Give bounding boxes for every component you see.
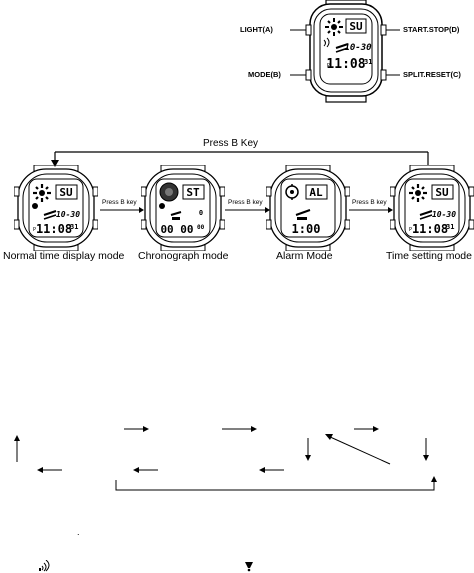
cycle-top-label: Press B Key [203,138,259,149]
caption-time-setting-mode: Time setting mode [386,250,472,262]
mode-button-label: MODE(B) [248,70,281,79]
signal-icon [39,560,50,572]
top-watch-diagram: SU 10-30 P 11:08 31 LIGHT(A) START.STOP(… [240,0,474,110]
watch-alarm-mode: AL 1:00 [266,165,350,251]
caption-alarm-mode: Alarm Mode [276,250,333,262]
press-label-2: Press B key [228,199,263,206]
top-pm: P [327,63,330,69]
normal-seconds: 31 [70,223,78,231]
chrono-lap: 0 [199,209,203,217]
setting-date: 10-30 [432,210,456,219]
setting-time: 11:08 [412,222,448,236]
watch-normal-mode: SU 10-30 P 11:08 31 [14,165,98,251]
alarm-bell-icon [285,184,299,200]
chrono-sub: 00 [197,224,205,231]
setting-day: SU [435,186,449,199]
start-stop-button-label: START.STOP(D) [403,25,460,34]
top-date: 10-30 [344,43,372,53]
normal-day: SU [59,186,73,199]
normal-pm: P [33,227,36,233]
chrono-time: 00 00 [160,223,193,236]
top-watch-illustration: SU 10-30 P 11:08 31 [290,0,400,103]
caption-normal-mode: Normal time display mode [3,250,125,262]
normal-date: 10-30 [56,210,80,219]
watch-time-setting-mode: SU 10-30 P 11:08 31 [390,165,474,251]
watch-chronograph-mode: ST 0 00 00 00 [141,165,225,251]
setting-seconds: 31 [446,223,454,231]
stray-dot: . [77,527,80,537]
normal-time: 11:08 [36,222,72,236]
alarm-time: 1:00 [292,222,321,236]
top-day: SU [349,20,363,33]
top-time: 11:08 [326,57,365,72]
light-button-label: LIGHT(A) [240,25,273,34]
bell-icon [245,562,253,572]
top-seconds: 31 [364,58,372,66]
caption-chronograph-mode: Chronograph mode [138,250,229,262]
press-label-3: Press B key [352,199,387,206]
press-label-1: Press B key [102,199,137,206]
alarm-tag: AL [309,186,323,199]
mode-cycle-arrows [51,151,429,213]
chrono-tag: ST [186,186,200,199]
settings-flow-arrows [14,426,437,491]
setting-pm: P [409,227,412,233]
split-reset-button-label: SPLIT.RESET(C) [403,70,461,79]
